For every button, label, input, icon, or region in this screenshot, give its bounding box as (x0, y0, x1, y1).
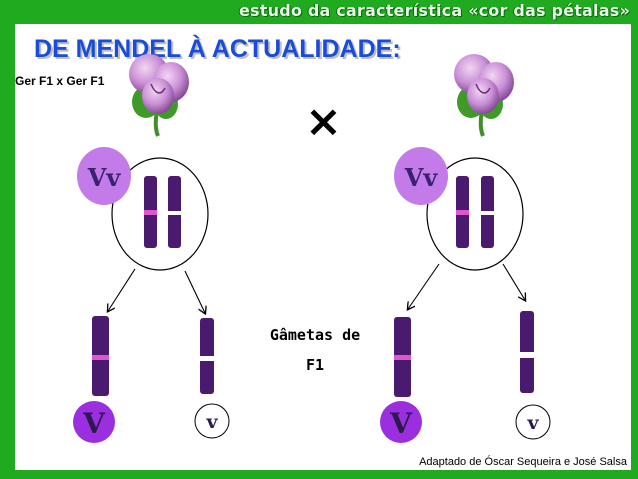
cell-outline-left (111, 157, 209, 271)
gamete-chromosome-right-dominant (394, 317, 411, 397)
gamete-bubble-right-recessive (515, 404, 551, 440)
gamete-bubble-left-dominant (73, 401, 115, 443)
gamete-chromosome-left-recessive (200, 318, 214, 394)
gamete-label-right-dominant: V (389, 407, 413, 440)
genotype-bubble-right (394, 147, 448, 205)
gamete-chromosome-left-dominant (92, 316, 109, 396)
arrow-right-1 (408, 263, 440, 309)
arrow-right-2 (502, 263, 525, 300)
gametes-label-line1: Gâmetas de (269, 326, 361, 344)
slide: DE MENDEL À ACTUALIDADE: Ger F1 x Ger F1… (15, 24, 631, 470)
arrow-left-2 (184, 270, 205, 313)
slide-title: DE MENDEL À ACTUALIDADE: (34, 35, 401, 63)
genotype-bubble-left (77, 147, 131, 205)
cross-symbol: × (305, 96, 342, 147)
cell-outline-right (426, 157, 524, 271)
genotype-label-left: Vv (87, 163, 122, 192)
header-band: estudo da característica «cor das pétala… (0, 0, 638, 24)
gamete-bubble-left-recessive (194, 403, 230, 439)
genetics-diagram: Vv V v (73, 54, 551, 443)
gametes-label: Gâmetas de F1 (255, 320, 375, 380)
header-subtitle: estudo da característica «cor das pétala… (239, 1, 630, 20)
flower-icon-left (129, 54, 189, 137)
cross-label: Ger F1 x Ger F1 (15, 74, 105, 88)
gamete-bubble-right-dominant (380, 401, 422, 443)
credit-text: Adaptado de Óscar Sequeira e José Salsa (419, 456, 627, 468)
chromosome-pair-right (456, 176, 494, 248)
gamete-label-right-recessive: v (526, 412, 539, 434)
chromosome-pair-left (144, 176, 181, 248)
arrow-left-1 (108, 268, 136, 311)
gametes-label-line2: F1 (305, 356, 325, 374)
flower-icon-right (454, 54, 514, 137)
genotype-label-right: Vv (404, 163, 439, 192)
gamete-chromosome-right-recessive (520, 311, 534, 393)
gamete-label-left-dominant: V (82, 407, 106, 440)
gamete-label-left-recessive: v (205, 411, 218, 433)
